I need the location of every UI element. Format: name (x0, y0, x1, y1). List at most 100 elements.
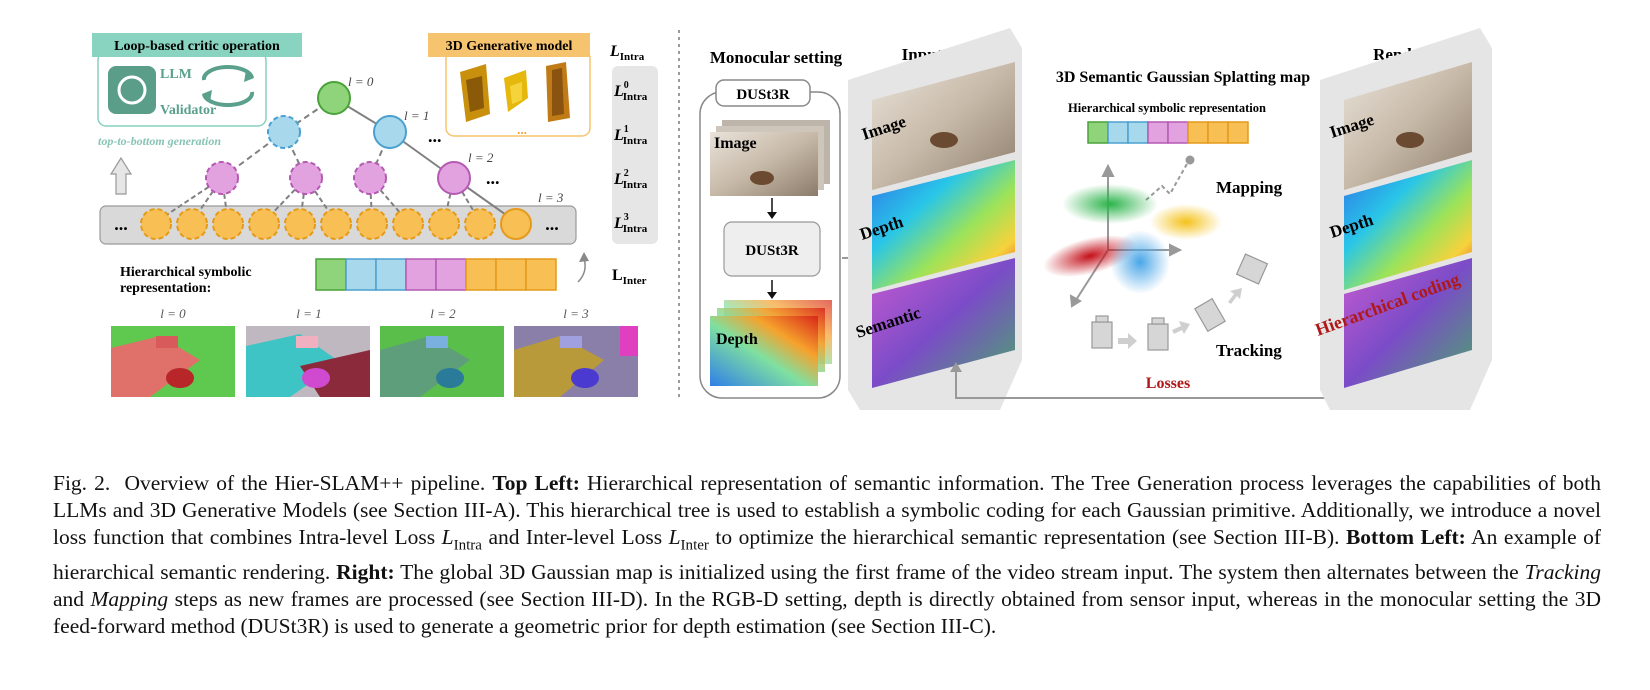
map-hier-rep-label: Hierarchical symbolic representation (1068, 101, 1266, 115)
monocular-title: Monocular setting (710, 48, 843, 67)
tree-node-l2 (437, 161, 471, 195)
example-level-0: l = 0 (160, 306, 186, 321)
tree-dots-l1: ... (428, 126, 442, 146)
leaf-dots-right: ... (545, 214, 559, 234)
tree-node-l2 (205, 161, 239, 195)
caption-s7: and (53, 587, 85, 612)
map-title: 3D Semantic Gaussian Splatting map (1056, 69, 1310, 86)
input-rgb-frame (872, 62, 1015, 190)
dust3r-tab (715, 79, 811, 107)
camera-trajectory (1091, 253, 1269, 351)
map-code-strip (1087, 121, 1249, 144)
gaussian-yellow (1150, 204, 1222, 240)
render-table (1396, 132, 1424, 148)
level-label-2: l = 2 (468, 150, 494, 165)
semantic-example-l2 (380, 326, 504, 397)
validator-label: Validator (160, 103, 216, 118)
critic-header (92, 33, 302, 57)
mono-image-stack (710, 120, 830, 196)
tree-node-root (317, 81, 351, 115)
dust3r-tab-label: DUSt3R (736, 87, 790, 103)
arrow-down-2-head (767, 292, 777, 299)
render-depth-frame (1344, 160, 1472, 290)
gaussian-green (1062, 184, 1158, 224)
llm-logo-icon (108, 66, 156, 114)
semantic-example-l1 (246, 326, 370, 397)
caption-s3: and Inter-level Loss (488, 525, 663, 549)
llm-logo-ring (117, 75, 147, 105)
tree-dots-l2: ... (486, 168, 500, 188)
mapping-label: Mapping (1216, 178, 1283, 197)
input-table (930, 132, 958, 148)
hier-rep-label-line1: Hierarchical symbolic (120, 265, 252, 280)
tree-node-l2 (353, 161, 387, 195)
tree-node-leaf-selected (500, 208, 532, 240)
generated-3d-objects (460, 62, 570, 122)
caption-s4: to optimize the hierarchical semantic re… (715, 525, 1340, 549)
caption-tracking: Tracking (1524, 560, 1602, 585)
caption-s5: An example of hierarchical semantic rend… (53, 525, 1602, 585)
render-rgb-frame (1344, 62, 1472, 190)
arrow-down-1-head (767, 212, 777, 219)
loss-inter: LInter (612, 267, 647, 287)
level-label-3: l = 3 (538, 190, 564, 205)
generative-header (428, 33, 590, 57)
curved-arrow-head (579, 252, 589, 262)
caption-mapping: Mapping (90, 587, 169, 612)
llm-label: LLM (160, 67, 192, 82)
semantic-example-l3 (514, 326, 638, 397)
caption-math-intra: L (441, 525, 454, 549)
level-label-1: l = 1 (404, 108, 429, 123)
fig-number: Fig. 2. (53, 471, 111, 495)
caption-right: Right: (336, 560, 395, 585)
hier-rep-label-line2: representation: (120, 281, 211, 296)
leaf-nodes (140, 208, 496, 240)
caption-bottom-left: Bottom Left: (1345, 525, 1466, 549)
generative-title: 3D Generative model (446, 39, 573, 54)
level-label-0: l = 0 (348, 74, 374, 89)
dust3r-box-label: DUSt3R (745, 243, 799, 259)
tree-node-l1 (267, 115, 301, 149)
tracking-label: Tracking (1216, 341, 1282, 360)
losses-label: Losses (1146, 375, 1190, 392)
tree-node-l2 (289, 161, 323, 195)
up-arrow-icon (109, 156, 133, 195)
caption-math-intra-sub: Intra (453, 537, 482, 554)
generative-dots: ... (517, 122, 527, 137)
example-level-3: l = 3 (563, 306, 589, 321)
mono-depth-stack (710, 300, 832, 386)
caption-s2: Hierarchical representation of semantic … (53, 471, 1602, 549)
tree-node-l1 (373, 115, 407, 149)
caption-s1: Overview of the Hier-SLAM++ pipeline. (124, 471, 486, 495)
input-depth-frame (872, 160, 1015, 290)
caption-math-inter: L (668, 525, 681, 549)
caption-top-left: Top Left: (492, 471, 580, 495)
pipeline-figure: Loop-based critic operation LLM Validato… (92, 28, 1492, 410)
example-level-2: l = 2 (430, 306, 456, 321)
gaussian-blue (1110, 230, 1170, 294)
caption-s8: steps as new frames are processed (see S… (53, 587, 1601, 639)
critic-title: Loop-based critic operation (114, 39, 280, 54)
leaf-dots-left: ... (114, 214, 128, 234)
loss-feedback-head (950, 362, 962, 372)
top-to-bottom-label: top-to-bottom generation (98, 134, 221, 148)
dust3r-box (723, 221, 821, 277)
caption-s6: The global 3D Gaussian map is initialize… (400, 560, 1519, 585)
mono-depth-label: Depth (716, 331, 758, 348)
figure-caption: Fig. 2. Overview of the Hier-SLAM++ pipe… (53, 470, 1601, 640)
intra-loss-column (612, 66, 658, 244)
example-level-1: l = 1 (296, 306, 321, 321)
mono-image-label: Image (714, 135, 757, 152)
render-semantic-frame (1344, 258, 1472, 388)
caption-math-inter-sub: Inter (680, 537, 709, 554)
input-semantic-frame (872, 258, 1015, 388)
trajectory-arrows (1118, 288, 1242, 349)
semantic-example-l0 (111, 326, 235, 397)
symbolic-code-strip (315, 258, 557, 291)
loss-intra-top: LIntra (609, 43, 645, 63)
refresh-cycle-icon (201, 64, 255, 108)
